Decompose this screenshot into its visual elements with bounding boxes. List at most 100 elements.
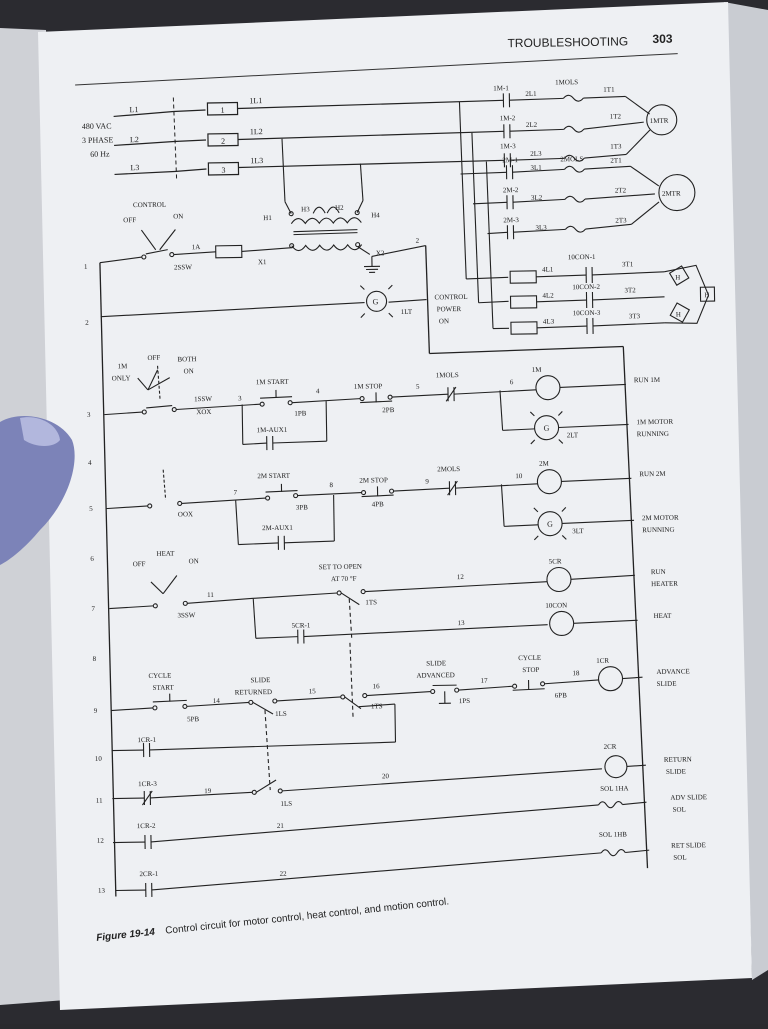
m2-overload: 2MOLS (560, 155, 583, 163)
motion-cr1: 1CR-1 (137, 736, 156, 744)
cycle-start-1: CYCLE (148, 672, 171, 680)
supply-voltage: 480 VAC (82, 121, 112, 130)
con-contact-3: 10CON-3 (573, 309, 601, 317)
m1-contact-3: 1M-3 (500, 142, 516, 150)
cycle-stop-2: STOP (522, 666, 539, 674)
heater-1: H (675, 274, 680, 282)
motor1-start-label: 1M START (256, 378, 290, 387)
line-l3: L3 (130, 163, 139, 172)
heat-title: HEAT (156, 550, 175, 558)
label-1l1: 1L1 (249, 96, 262, 105)
m1-contact-1: 1M-1 (493, 84, 509, 92)
heat-off: OFF (133, 560, 146, 568)
motor1-label: 1MTR (650, 117, 669, 125)
m1-term-2: 1T2 (610, 112, 622, 120)
motor1-aux: 1M-AUX1 (257, 426, 288, 434)
m1-term-3: 1T3 (610, 142, 622, 150)
m2-contact-1: 2M-1 (502, 156, 518, 164)
wire-2-label: 2 (416, 237, 420, 245)
control-switch-name: 2SSW (174, 263, 192, 271)
motor2-start-label: 2M START (257, 472, 291, 481)
selector-off: OFF (147, 354, 160, 362)
wire-9: 9 (425, 478, 429, 486)
motor2-running-1: 2M MOTOR (642, 514, 679, 523)
rung-number-3: 3 (87, 411, 91, 419)
m2-wire-3: 3L3 (535, 224, 547, 232)
cycle-start-2: START (153, 684, 175, 692)
line-l1: L1 (129, 105, 138, 114)
motor2-stop-pb: 4PB (372, 500, 385, 508)
motor2-label: 2MTR (662, 190, 681, 198)
con-wire-2: 4L2 (542, 292, 554, 300)
m2-wire-1: 3L1 (530, 164, 542, 172)
con-term-2: 3T2 (624, 286, 636, 294)
heat-contactor-coil: 10CON (545, 601, 567, 609)
adv-slide-sol-2: SOL (673, 806, 686, 814)
motion-cr3: 1CR-3 (138, 780, 157, 788)
motion-coil-1cr: 1CR (596, 657, 609, 665)
motor2-stop-label: 2M STOP (359, 476, 388, 484)
slide-advanced-2: ADVANCED (416, 671, 454, 680)
con-term-1: 3T1 (622, 260, 634, 268)
m2-wire-2: 3L2 (531, 194, 543, 202)
adv-slide-sol-1: ADV SLIDE (670, 793, 707, 802)
con-wire-3: 4L3 (543, 318, 555, 326)
control-on: ON (173, 212, 183, 220)
rung-number-7: 7 (91, 605, 95, 613)
wire-15: 15 (309, 687, 317, 695)
motor2-lamp: 3LT (572, 527, 584, 535)
label-1l2: 1L2 (250, 127, 263, 136)
supply-phase: 3 PHASE (82, 135, 114, 144)
selector-xox: XOX (196, 408, 211, 416)
motor2-start-pb: 3PB (296, 503, 309, 511)
wire-14: 14 (213, 697, 221, 705)
wire-6: 6 (510, 378, 514, 386)
heat-switch-name: 3SSW (177, 611, 195, 619)
wire-7: 7 (233, 489, 237, 497)
con-contact-1: 10CON-1 (568, 253, 596, 261)
wire-8: 8 (329, 481, 333, 489)
heat-run-2: HEATER (651, 580, 678, 588)
motion-ls: 1LS (275, 710, 287, 718)
m2-term-3: 2T3 (615, 216, 627, 224)
fuse-1a: 1A (192, 243, 201, 251)
selector-1m: 1M (117, 362, 128, 370)
motor1-coil-label: 1M (532, 366, 543, 374)
motor1-run-label: RUN 1M (634, 376, 661, 384)
ret-slide-sol-1: RET SLIDE (671, 841, 706, 850)
motor2-aux: 2M-AUX1 (262, 524, 293, 532)
rung-number-13: 13 (98, 887, 106, 895)
motor1-stop-pb: 2PB (382, 406, 395, 414)
con-contact-2: 10CON-2 (572, 283, 600, 291)
motion-cr2: 1CR-2 (137, 822, 156, 830)
running-head: TROUBLESHOOTING (507, 34, 628, 50)
fuse-label-3: 3 (221, 166, 225, 175)
wire-12: 12 (457, 573, 465, 581)
motion-ps: 1PS (459, 697, 471, 705)
pilot-g-control: G (373, 297, 379, 306)
solenoid-b: SOL 1HB (599, 830, 627, 838)
heat-run-1: RUN (651, 568, 666, 576)
heat-coil-label: 5CR (549, 557, 562, 565)
wire-17: 17 (480, 677, 488, 685)
line-l2: L2 (130, 135, 139, 144)
motor2-coil-label: 2M (539, 460, 550, 468)
pilot-g-motor1: G (544, 424, 550, 433)
rung-number-1: 1 (84, 263, 88, 271)
motion-pb6: 6PB (555, 691, 568, 699)
selector-only: ONLY (112, 374, 131, 382)
heat-set-2: AT 70 °F (331, 575, 357, 583)
con-wire-1: 4L1 (542, 266, 554, 274)
selector-both-on: ON (184, 367, 194, 375)
transformer-x2: X2 (376, 249, 385, 257)
motor1-running-1: 1M MOTOR (636, 418, 673, 427)
selector-both: BOTH (177, 355, 196, 363)
motion-pb5: 5PB (187, 715, 200, 723)
wire-11: 11 (207, 591, 214, 599)
con-term-3: 3T3 (629, 312, 641, 320)
rung-number-9: 9 (94, 707, 98, 715)
slide-returned-2: RETURNED (235, 688, 272, 697)
motor1-stop-label: 1M STOP (354, 382, 383, 390)
selector-name: 1SSW (194, 395, 212, 403)
